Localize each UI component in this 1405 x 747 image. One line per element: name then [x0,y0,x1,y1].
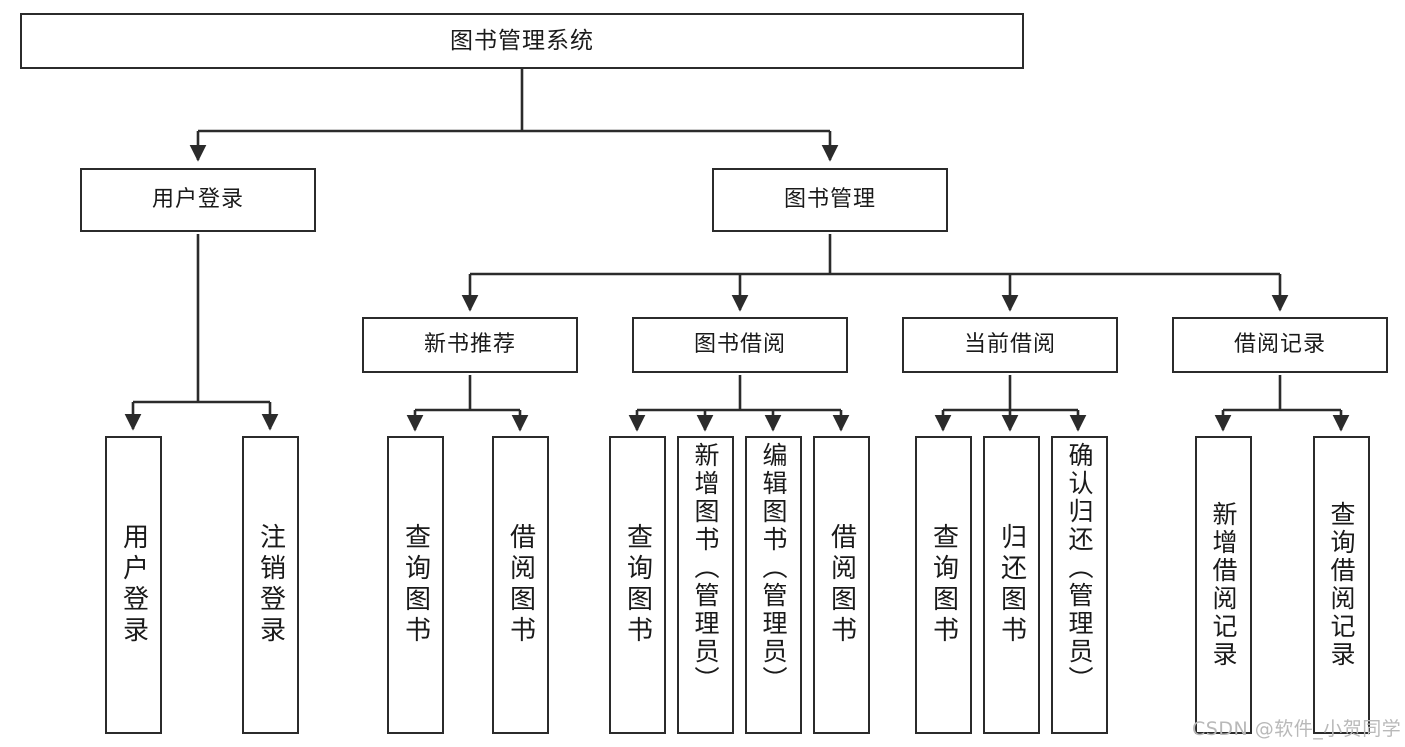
node-leaf-user-logout[interactable]: 注销登录 [242,436,299,734]
node-label: 图书管理系统 [450,27,594,54]
node-leaf-return-book[interactable]: 归还图书 [983,436,1040,734]
watermark-text: CSDN @软件_小贺同学 [1192,718,1402,740]
node-leaf-edit-book[interactable]: 编辑图书（管理员） [745,436,802,734]
node-new-book-recommend[interactable]: 新书推荐 [362,317,578,373]
node-leaf-add-book[interactable]: 新增图书（管理员） [677,436,734,734]
node-label: 查询图书 [400,523,431,647]
node-current-borrow[interactable]: 当前借阅 [902,317,1118,373]
node-label: 新增借阅记录 [1209,501,1238,669]
node-leaf-user-login[interactable]: 用户登录 [105,436,162,734]
node-label: 新增图书（管理员） [691,442,720,694]
node-label: 借阅图书 [826,523,857,647]
node-leaf-add-borrow-record[interactable]: 新增借阅记录 [1195,436,1252,734]
node-leaf-borrow-book[interactable]: 借阅图书 [813,436,870,734]
node-leaf-query-book-current[interactable]: 查询图书 [915,436,972,734]
node-root-book-management-system[interactable]: 图书管理系统 [20,13,1024,69]
node-leaf-query-borrow-record[interactable]: 查询借阅记录 [1313,436,1370,734]
node-label: 图书管理 [783,187,876,213]
node-label: 新书推荐 [423,332,516,358]
node-label: 查询图书 [928,523,959,647]
node-label: 确认归还（管理员） [1065,442,1094,694]
node-user-login[interactable]: 用户登录 [80,168,316,232]
node-label: 注销登录 [255,523,286,647]
node-book-management[interactable]: 图书管理 [712,168,948,232]
csdn-watermark: CSDN @软件_小贺同学 [1192,714,1401,741]
node-leaf-borrow-book-recommend[interactable]: 借阅图书 [492,436,549,734]
node-label: 借阅图书 [505,523,536,647]
node-label: 查询借阅记录 [1327,501,1356,669]
node-label: 当前借阅 [963,332,1056,358]
node-label: 图书借阅 [693,332,786,358]
node-borrow-record[interactable]: 借阅记录 [1172,317,1388,373]
node-leaf-query-book-borrow[interactable]: 查询图书 [609,436,666,734]
node-label: 用户登录 [118,523,149,647]
node-label: 编辑图书（管理员） [759,442,788,694]
node-label: 用户登录 [151,187,244,213]
node-label: 查询图书 [622,523,653,647]
node-book-borrow[interactable]: 图书借阅 [632,317,848,373]
node-leaf-query-book-recommend[interactable]: 查询图书 [387,436,444,734]
node-label: 借阅记录 [1233,332,1326,358]
node-leaf-confirm-return[interactable]: 确认归还（管理员） [1051,436,1108,734]
node-label: 归还图书 [996,523,1027,647]
